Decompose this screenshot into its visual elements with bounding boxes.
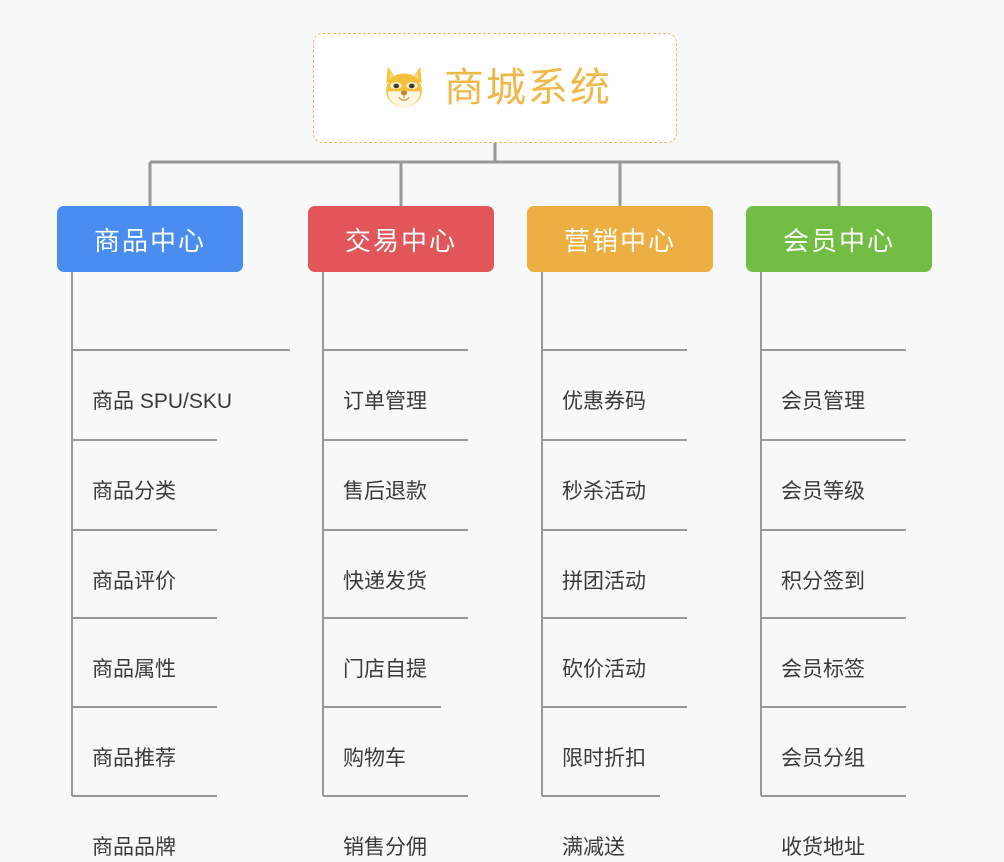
leaf-label: 商品属性	[92, 657, 176, 681]
mindmap-canvas: 商城系统 商品中心商品 SPU/SKU 商品分类商品评价商品属性商品推荐商品品牌 交…	[57, 33, 932, 859]
root-node[interactable]: 商城系统	[313, 33, 677, 143]
leaf-item[interactable]: 收货地址	[777, 834, 869, 862]
leaf-label: 积分签到	[781, 569, 865, 593]
leaf-item[interactable]: 会员等级	[777, 478, 869, 506]
category-column-3: 营销中心优惠券码秒杀活动拼团活动砍价活动限时折扣满减送	[527, 206, 713, 859]
category-box-2[interactable]: 交易中心	[308, 206, 494, 272]
leaf-item[interactable]: 快递发货	[339, 568, 431, 596]
leaf-label: 会员标签	[781, 657, 865, 681]
category-label: 会员中心	[782, 225, 895, 256]
leaf-item[interactable]: 销售分佣	[339, 834, 431, 862]
leaf-item[interactable]: 积分签到	[777, 568, 869, 596]
leaf-label: 商品推荐	[92, 746, 176, 770]
leaf-label: 秒杀活动	[562, 479, 646, 503]
leaf-item[interactable]: 会员分组	[777, 745, 869, 773]
leaf-item[interactable]: 优惠券码	[558, 388, 650, 416]
leaf-label: 售后退款	[343, 479, 427, 503]
category-label: 交易中心	[344, 225, 457, 256]
category-box-4[interactable]: 会员中心	[746, 206, 932, 272]
leaf-label: 门店自提	[343, 657, 427, 681]
leaf-label: 优惠券码	[562, 389, 646, 413]
leaf-item[interactable]: 门店自提	[339, 656, 431, 684]
leaf-label: 会员等级	[781, 479, 865, 503]
leaf-item[interactable]: 满减送	[558, 834, 629, 862]
leaf-label: 限时折扣	[562, 746, 646, 770]
category-column-1: 商品中心商品 SPU/SKU 商品分类商品评价商品属性商品推荐商品品牌	[57, 206, 243, 859]
leaf-item[interactable]: 购物车	[339, 745, 410, 773]
leaf-item[interactable]: 拼团活动	[558, 568, 650, 596]
leaf-item[interactable]: 商品 SPU/SKU	[88, 388, 236, 416]
leaf-item[interactable]: 商品属性	[88, 656, 180, 684]
leaf-item[interactable]: 商品推荐	[88, 745, 180, 773]
leaf-item[interactable]: 会员标签	[777, 656, 869, 684]
leaf-label: 商品评价	[92, 569, 176, 593]
leaf-label: 砍价活动	[562, 657, 646, 681]
leaf-label: 会员分组	[781, 746, 865, 770]
leaf-item[interactable]: 订单管理	[339, 388, 431, 416]
leaf-label: 购物车	[343, 746, 406, 770]
leaf-label: 商品 SPU/SKU	[92, 389, 233, 413]
root-label: 商城系统	[444, 66, 612, 110]
category-label: 营销中心	[563, 225, 676, 256]
shiba-dog-icon	[386, 66, 422, 108]
leaf-item[interactable]: 商品评价	[88, 568, 180, 596]
leaf-label: 拼团活动	[562, 569, 646, 593]
leaf-item[interactable]: 会员管理	[777, 388, 869, 416]
category-label: 商品中心	[93, 225, 206, 256]
leaf-item[interactable]: 商品品牌	[88, 834, 180, 862]
leaf-item[interactable]: 限时折扣	[558, 745, 650, 773]
leaf-item[interactable]: 商品分类	[88, 478, 180, 506]
category-column-2: 交易中心订单管理售后退款快递发货门店自提购物车销售分佣	[308, 206, 494, 859]
leaf-label: 订单管理	[343, 389, 427, 413]
category-box-1[interactable]: 商品中心	[57, 206, 243, 272]
leaf-item[interactable]: 秒杀活动	[558, 478, 650, 506]
leaf-item[interactable]: 售后退款	[339, 478, 431, 506]
leaf-label: 快递发货	[343, 569, 427, 593]
category-column-4: 会员中心会员管理会员等级积分签到会员标签会员分组收货地址	[746, 206, 932, 859]
leaf-label: 会员管理	[781, 389, 865, 413]
leaf-item[interactable]: 砍价活动	[558, 656, 650, 684]
leaf-label: 商品分类	[92, 479, 176, 503]
category-box-3[interactable]: 营销中心	[527, 206, 713, 272]
